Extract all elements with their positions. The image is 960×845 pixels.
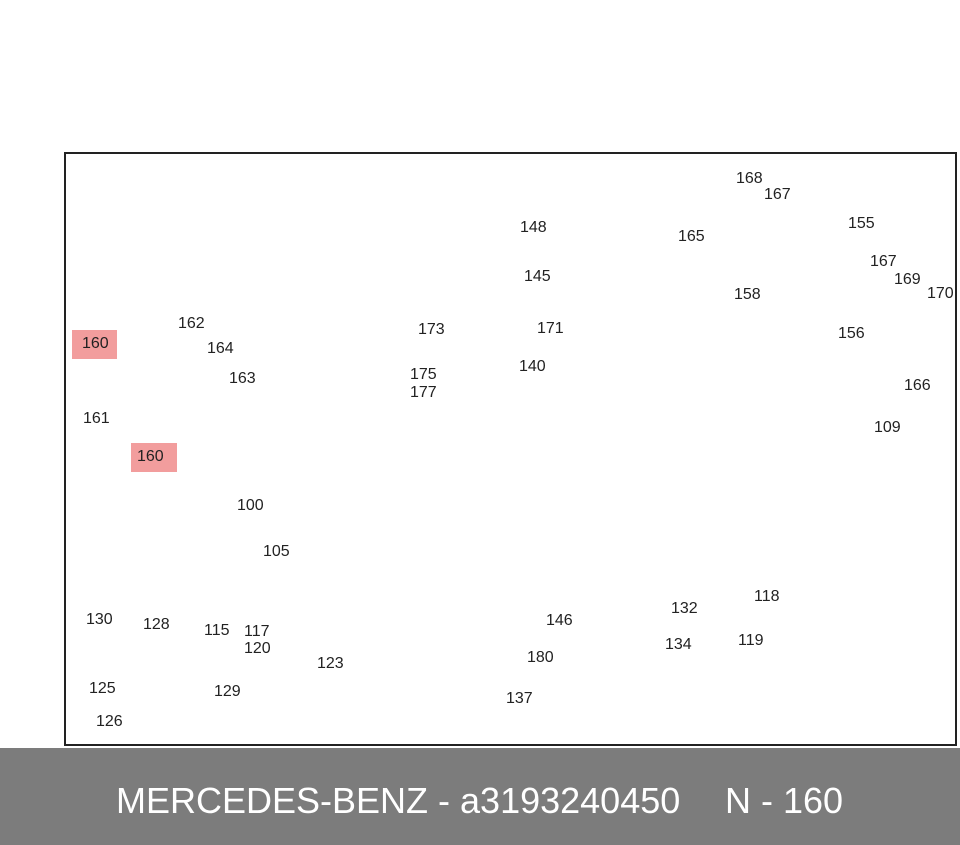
part-label: 115 xyxy=(204,622,230,639)
part-label: 163 xyxy=(229,370,256,387)
part-label: 123 xyxy=(317,655,344,672)
footer-brand-part: MERCEDES-BENZ - a3193240450 xyxy=(116,780,681,821)
part-label: 118 xyxy=(754,588,780,605)
part-label: 168 xyxy=(736,170,763,187)
highlight-label-upper[interactable]: 160 xyxy=(82,335,109,352)
part-label: 146 xyxy=(546,612,573,629)
part-label: 180 xyxy=(527,649,554,666)
part-label: 164 xyxy=(207,340,234,357)
part-label: 137 xyxy=(506,690,533,707)
part-label: 161 xyxy=(83,410,110,427)
footer-position-code: N - 160 xyxy=(725,780,844,821)
part-label: 171 xyxy=(537,320,564,337)
part-label: 128 xyxy=(143,616,170,633)
part-label: 130 xyxy=(86,611,113,628)
part-label: 126 xyxy=(96,713,123,730)
part-label: 145 xyxy=(524,268,551,285)
part-label: 119 xyxy=(738,632,764,649)
part-label: 162 xyxy=(178,315,205,332)
part-label: 169 xyxy=(894,271,921,288)
part-label: 148 xyxy=(520,219,547,236)
part-label: 109 xyxy=(874,419,901,436)
part-label: 156 xyxy=(838,325,865,342)
part-label: 120 xyxy=(244,640,271,657)
part-label: 166 xyxy=(904,377,931,394)
part-label: 100 xyxy=(237,497,264,514)
part-label: 155 xyxy=(848,215,875,232)
part-label: 105 xyxy=(263,543,290,560)
highlight-label-lower[interactable]: 160 xyxy=(137,448,164,465)
part-label: 177 xyxy=(410,384,437,401)
part-label: 129 xyxy=(214,683,241,700)
part-label: 117 xyxy=(244,623,270,640)
footer-bar: MERCEDES-BENZ - a3193240450 N - 160 xyxy=(0,748,960,845)
part-label: 140 xyxy=(519,358,546,375)
part-label: 167 xyxy=(870,253,897,270)
part-label: 173 xyxy=(418,321,445,338)
part-label: 170 xyxy=(927,285,954,302)
part-label: 158 xyxy=(734,286,761,303)
part-label: 132 xyxy=(671,600,698,617)
highlight-box-upper xyxy=(72,330,117,359)
diagram-frame xyxy=(64,152,957,746)
part-label: 134 xyxy=(665,636,692,653)
part-label: 167 xyxy=(764,186,791,203)
part-label: 125 xyxy=(89,680,116,697)
part-label: 165 xyxy=(678,228,705,245)
highlight-box-lower xyxy=(131,443,177,472)
part-label: 175 xyxy=(410,366,437,383)
